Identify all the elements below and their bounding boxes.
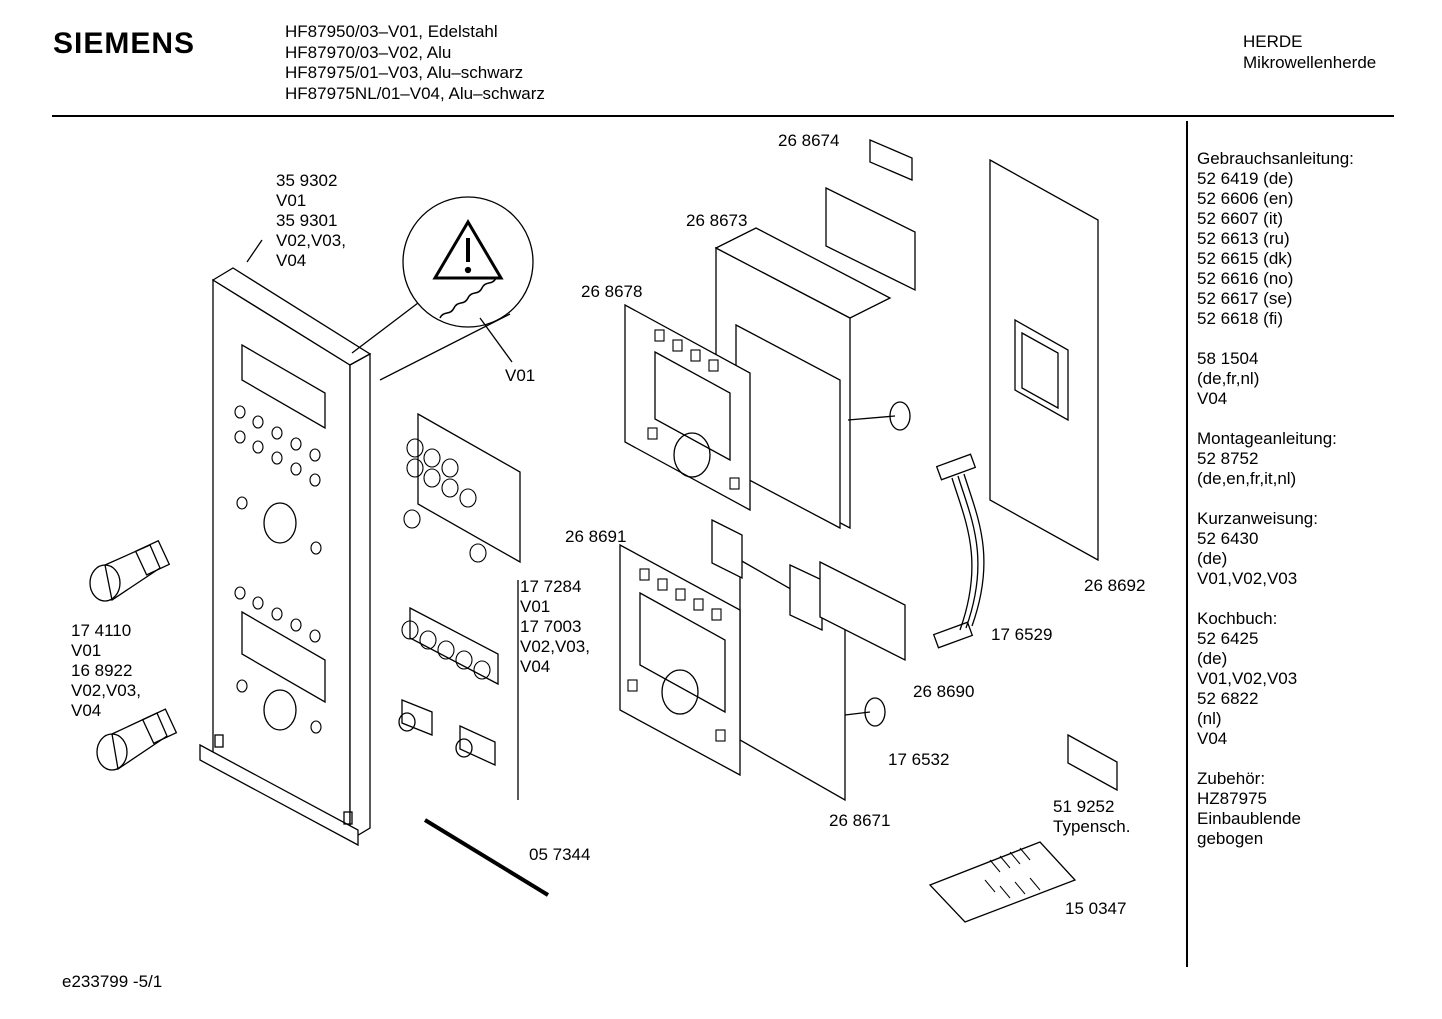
- button-board-drawing: [398, 412, 521, 800]
- sidebar-line: (de): [1197, 549, 1228, 568]
- sidebar-line: 52 6607 (it): [1197, 209, 1283, 228]
- part-label: 17 6532: [888, 750, 950, 769]
- part-label: 17 6529: [991, 625, 1053, 644]
- sidebar-line: (de,en,fr,it,nl): [1197, 469, 1297, 488]
- model-list: HF87950/03–V01, Edelstahl HF87970/03–V02…: [285, 22, 545, 104]
- part-label: 15 0347: [1065, 899, 1127, 918]
- sidebar-line: 52 6425: [1197, 629, 1259, 648]
- model-line: HF87975/01–V03, Alu–schwarz: [285, 63, 524, 82]
- model-line: HF87975NL/01–V04, Alu–schwarz: [285, 83, 545, 103]
- sidebar-line: Gebrauchsanleitung:: [1197, 149, 1354, 168]
- header-divider: [52, 115, 1394, 117]
- sidebar-line: gebogen: [1197, 829, 1264, 848]
- manual-v04-block: 58 1504 (de,fr,nl) V04: [1197, 349, 1354, 409]
- part-label: 26 8691: [565, 527, 627, 546]
- document-sidebar: Gebrauchsanleitung: 52 6419 (de) 52 6606…: [1197, 149, 1354, 869]
- sidebar-line: V01,V02,V03: [1197, 669, 1298, 688]
- sidebar-line: 52 6606 (en): [1197, 189, 1294, 208]
- screw-bag-drawing: [928, 841, 1077, 923]
- part-label: 05 7344: [529, 845, 591, 864]
- part-label: 51 9252 Typensch.: [1053, 797, 1131, 836]
- part-label: 26 8673: [686, 211, 748, 230]
- sidebar-line: V04: [1197, 389, 1228, 408]
- part-label: 26 8674: [778, 131, 840, 150]
- sidebar-line: 52 6430: [1197, 529, 1259, 548]
- sidebar-line: 52 6615 (dk): [1197, 249, 1293, 268]
- sidebar-line: 52 8752: [1197, 449, 1259, 468]
- sidebar-line: HZ87975: [1197, 789, 1267, 808]
- part-label: 26 8671: [829, 811, 891, 830]
- knob-drawing: [89, 539, 178, 771]
- upper-display-assembly: [624, 139, 916, 530]
- sidebar-line: 52 6618 (fi): [1197, 309, 1283, 328]
- sidebar-line: Kochbuch:: [1197, 609, 1278, 628]
- sidebar-line: V01,V02,V03: [1197, 569, 1298, 588]
- category-block: HERDE Mikrowellenherde: [1243, 32, 1376, 73]
- sidebar-line: 52 6616 (no): [1197, 269, 1294, 288]
- sidebar-line: 58 1504: [1197, 349, 1259, 368]
- part-label: 17 4110 V01 16 8922 V02,V03, V04: [71, 621, 141, 720]
- sidebar-line: Kurzanweisung:: [1197, 509, 1318, 528]
- back-plate-drawing: [989, 158, 1099, 562]
- sidebar-line: (de,fr,nl): [1197, 369, 1260, 388]
- lower-display-assembly: [619, 518, 906, 802]
- sidebar-line: (de): [1197, 649, 1228, 668]
- part-label: 26 8678: [581, 282, 643, 301]
- sidebar-line: 52 6613 (ru): [1197, 229, 1290, 248]
- model-line: HF87970/03–V02, Alu: [285, 42, 452, 62]
- rod-drawing: [423, 818, 550, 897]
- part-label: 17 7284 V01 17 7003 V02,V03, V04: [520, 577, 590, 676]
- warning-symbol: [351, 196, 534, 381]
- quick-guide-block: Kurzanweisung: 52 6430 (de) V01,V02,V03: [1197, 509, 1354, 589]
- sidebar-line: Zubehör:: [1197, 769, 1266, 788]
- part-label: 35 9302 V01 35 9301 V02,V03, V04: [276, 171, 346, 270]
- sidebar-line: (nl): [1197, 709, 1222, 728]
- front-panel-drawing: [199, 239, 372, 847]
- part-label: 26 8690: [913, 682, 975, 701]
- brand-logo: SIEMENS: [53, 27, 196, 60]
- sidebar-line: V04: [1197, 729, 1228, 748]
- rating-plate-drawing: [1067, 733, 1118, 792]
- part-label: V01: [505, 366, 536, 385]
- installation-block: Montageanleitung: 52 8752 (de,en,fr,it,n…: [1197, 429, 1354, 489]
- sidebar-line: Einbaublende: [1197, 809, 1301, 828]
- accessories-block: Zubehör: HZ87975 Einbaublende gebogen: [1197, 769, 1354, 849]
- sidebar-line: 52 6419 (de): [1197, 169, 1294, 188]
- sidebar-line: Montageanleitung:: [1197, 429, 1337, 448]
- document-code: e233799 -5/1: [62, 972, 163, 991]
- category-subtitle: Mikrowellenherde: [1243, 52, 1377, 72]
- cookbook-block: Kochbuch: 52 6425 (de) V01,V02,V03 52 68…: [1197, 609, 1354, 749]
- model-line: HF87950/03–V01, Edelstahl: [285, 22, 498, 41]
- part-label: 26 8692: [1084, 576, 1146, 595]
- manual-block: Gebrauchsanleitung: 52 6419 (de) 52 6606…: [1197, 149, 1354, 329]
- cable-drawing: [932, 453, 985, 649]
- sidebar-divider: [1186, 121, 1188, 967]
- sidebar-line: 52 6822: [1197, 689, 1259, 708]
- category-title: HERDE: [1243, 32, 1303, 51]
- sidebar-line: 52 6617 (se): [1197, 289, 1293, 308]
